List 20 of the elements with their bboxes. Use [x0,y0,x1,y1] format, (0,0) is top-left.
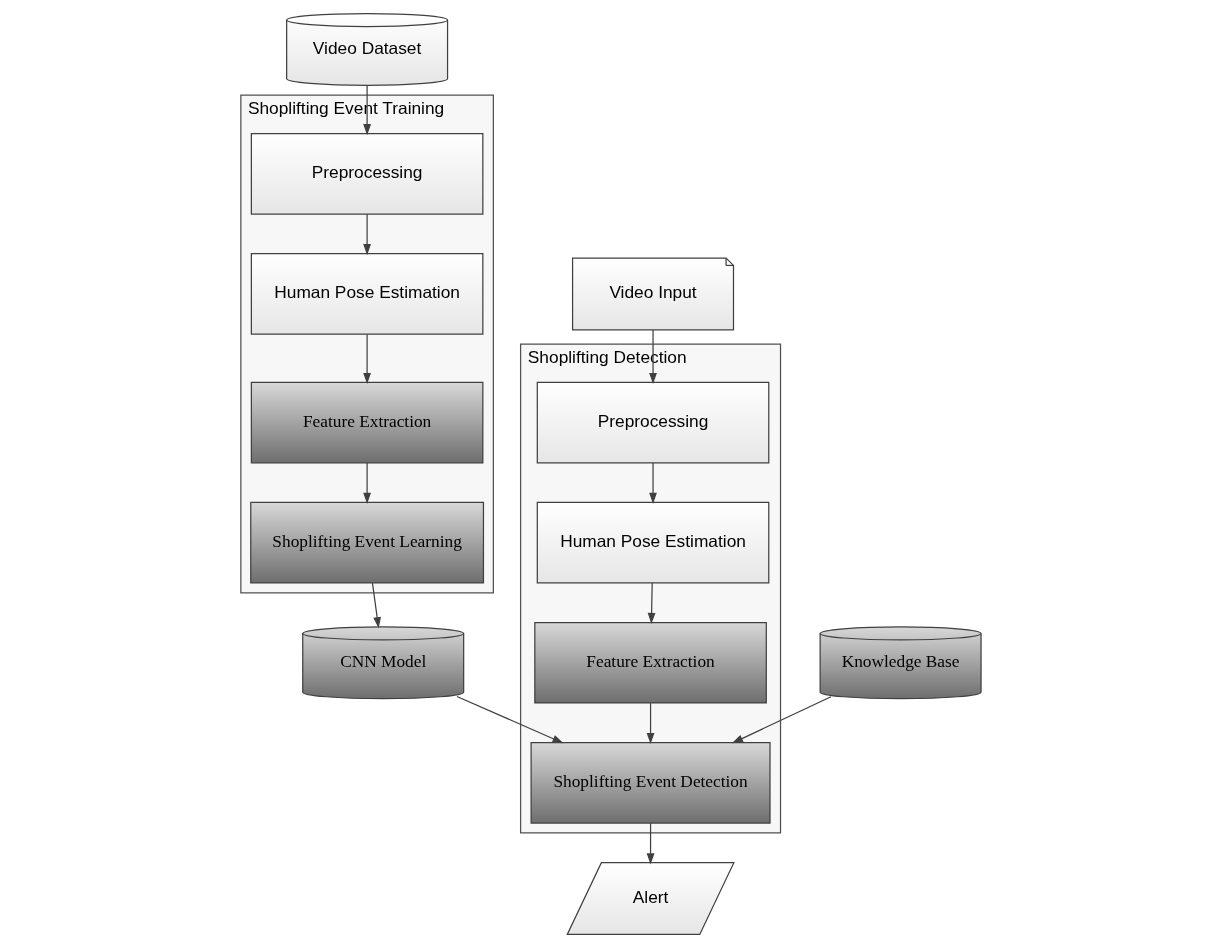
node-box: Preprocessing [250,133,484,215]
node-box: Human Pose Estimation [536,501,770,584]
node-box: Preprocessing [536,381,770,464]
node-box: Human Pose Estimation [250,253,484,335]
arrow [649,329,657,385]
arrow [363,85,371,136]
node-box: Feature Extraction [250,381,484,464]
arrow [456,695,564,744]
arrow [649,462,657,504]
node-box: Shoplifting Event Learning [250,501,485,584]
arrow [371,582,382,629]
arrow [647,582,656,624]
node-box: Shoplifting Event Detection [530,742,771,824]
node-box: Feature Extraction [534,621,767,704]
arrow [363,333,371,385]
arrow [646,702,655,745]
arrow [646,822,655,865]
arrow [363,213,371,256]
arrow [363,462,371,504]
arrow [731,696,832,744]
